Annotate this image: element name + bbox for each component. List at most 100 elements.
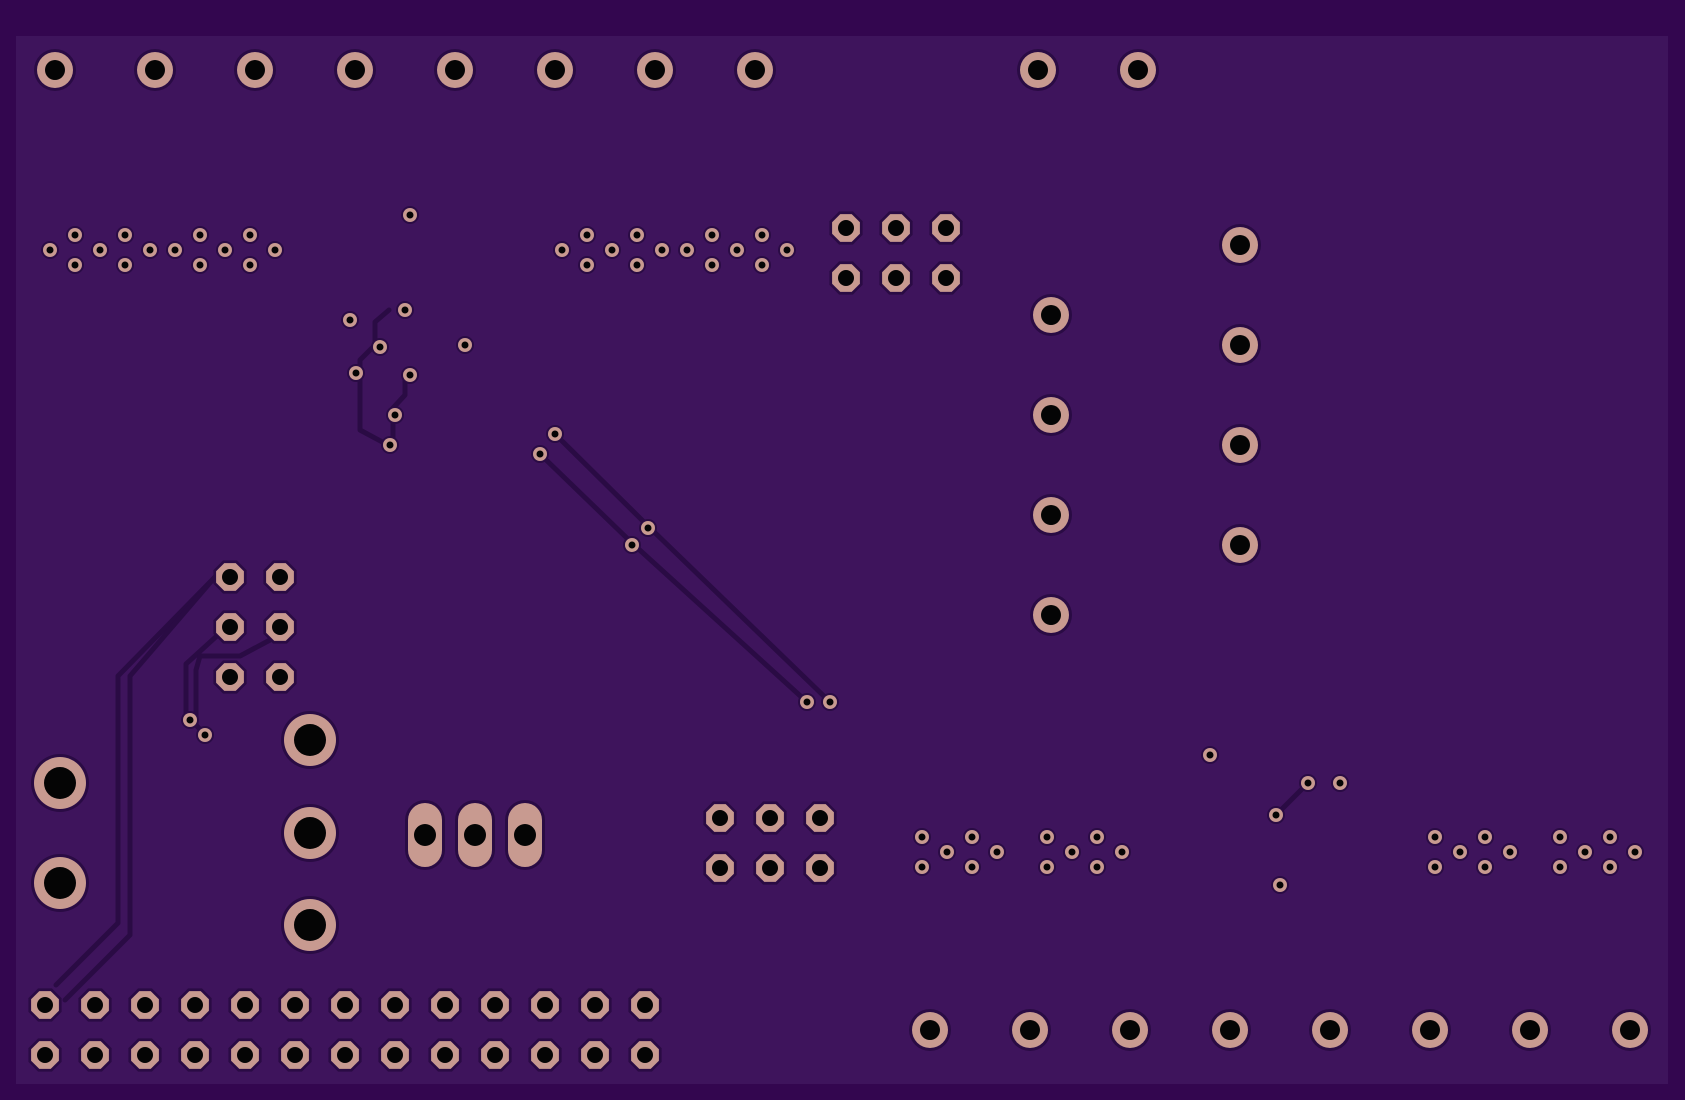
header-pad-octagon — [578, 988, 612, 1022]
trace — [645, 523, 833, 705]
via — [703, 226, 721, 244]
header-pad-top — [534, 49, 576, 91]
via — [1088, 858, 1106, 876]
connector-pad — [1219, 224, 1261, 266]
trace — [552, 431, 651, 529]
power-pad — [281, 896, 339, 954]
header-pad-octagon — [128, 988, 162, 1022]
header-pad-octagon — [213, 560, 247, 594]
via — [1551, 858, 1569, 876]
via — [66, 256, 84, 274]
trace — [357, 307, 392, 448]
header-pad-top — [34, 49, 76, 91]
via — [753, 226, 771, 244]
header-pad-top — [1017, 49, 1059, 91]
via — [66, 226, 84, 244]
via — [913, 858, 931, 876]
trace — [193, 637, 273, 738]
header-pad-octagon — [803, 801, 837, 835]
via — [266, 241, 284, 259]
header-pad-octagon — [228, 1038, 262, 1072]
header-pad-octagon — [428, 988, 462, 1022]
connector-pad — [1030, 294, 1072, 336]
via — [401, 366, 419, 384]
header-pad-bottom — [909, 1009, 951, 1051]
via — [191, 226, 209, 244]
header-pad-top — [1117, 49, 1159, 91]
via — [963, 858, 981, 876]
header-pad-octagon — [378, 988, 412, 1022]
via — [1426, 858, 1444, 876]
via — [116, 226, 134, 244]
via — [1299, 774, 1317, 792]
header-pad-octagon — [263, 610, 297, 644]
header-pad-octagon — [703, 851, 737, 885]
header-pad-octagon — [428, 1038, 462, 1072]
via — [1038, 828, 1056, 846]
via — [546, 425, 564, 443]
board-substrate — [16, 36, 1668, 1084]
via — [191, 256, 209, 274]
header-pad-octagon — [178, 988, 212, 1022]
via — [1551, 828, 1569, 846]
header-pad-octagon — [78, 988, 112, 1022]
header-pad-top — [734, 49, 776, 91]
via — [116, 256, 134, 274]
trace — [629, 540, 810, 705]
trace — [537, 451, 635, 546]
header-pad-bottom — [1009, 1009, 1051, 1051]
header-pad-top — [334, 49, 376, 91]
via — [1267, 806, 1285, 824]
via — [623, 536, 641, 554]
via — [678, 241, 696, 259]
via — [1038, 858, 1056, 876]
header-pad-octagon — [703, 801, 737, 835]
via — [1331, 774, 1349, 792]
via — [628, 256, 646, 274]
header-pad-octagon — [829, 261, 863, 295]
header-pad-octagon — [528, 988, 562, 1022]
header-pad-octagon — [78, 1038, 112, 1072]
header-pad-octagon — [263, 560, 297, 594]
header-pad-top — [434, 49, 476, 91]
header-pad-octagon — [803, 851, 837, 885]
header-pad-octagon — [28, 988, 62, 1022]
header-pad-octagon — [328, 1038, 362, 1072]
via — [1576, 843, 1594, 861]
via — [1201, 746, 1219, 764]
via — [1088, 828, 1106, 846]
via — [1601, 828, 1619, 846]
via — [341, 311, 359, 329]
via — [531, 445, 549, 463]
via — [241, 226, 259, 244]
header-pad-bottom — [1609, 1009, 1651, 1051]
via — [988, 843, 1006, 861]
header-pad-octagon — [378, 1038, 412, 1072]
via — [639, 519, 657, 537]
header-pad-bottom — [1209, 1009, 1251, 1051]
header-pad-octagon — [328, 988, 362, 1022]
header-pad-octagon — [829, 211, 863, 245]
via — [821, 693, 839, 711]
header-pad-octagon — [478, 988, 512, 1022]
connector-pad — [1030, 494, 1072, 536]
via — [1113, 843, 1131, 861]
header-pad-top — [634, 49, 676, 91]
connector-pad — [1219, 424, 1261, 466]
header-pad-octagon — [753, 801, 787, 835]
oval-pad — [455, 800, 495, 870]
trace — [53, 574, 218, 988]
header-pad-octagon — [228, 988, 262, 1022]
via — [778, 241, 796, 259]
connector-pad — [1219, 324, 1261, 366]
header-pad-octagon — [278, 1038, 312, 1072]
header-pad-octagon — [879, 211, 913, 245]
oval-pad — [505, 800, 545, 870]
via — [41, 241, 59, 259]
header-pad-octagon — [278, 988, 312, 1022]
header-pad-octagon — [753, 851, 787, 885]
via — [1271, 876, 1289, 894]
trace — [62, 574, 218, 1003]
header-pad-bottom — [1409, 1009, 1451, 1051]
via — [703, 256, 721, 274]
